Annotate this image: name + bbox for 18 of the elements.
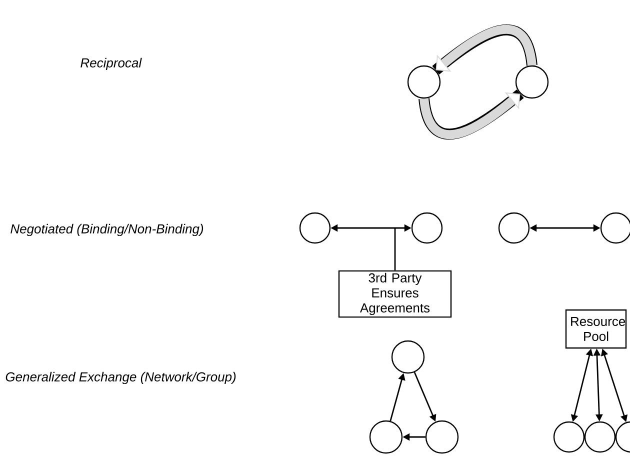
circle-node [584,421,616,453]
pattern-label: Generalized Exchange (Network/Group) [6,372,236,384]
block-arrow [418,89,524,140]
circle-node [299,212,331,244]
text-box: Resource Pool [565,309,627,349]
pattern-label: Negotiated (Binding/Non-Binding) [10,224,204,236]
circle-node [391,340,425,374]
circle-node [498,212,530,244]
circle-node [515,65,549,99]
circle-node [425,420,459,454]
pattern-label: Reciprocal [80,58,142,70]
circle-node [369,420,403,454]
circle-node [553,421,585,453]
text-box: 3rd Party Ensures Agreements [338,270,452,318]
circle-node [411,212,443,244]
block-arrow [432,24,538,75]
circle-node [407,65,441,99]
connector-line [394,228,396,270]
